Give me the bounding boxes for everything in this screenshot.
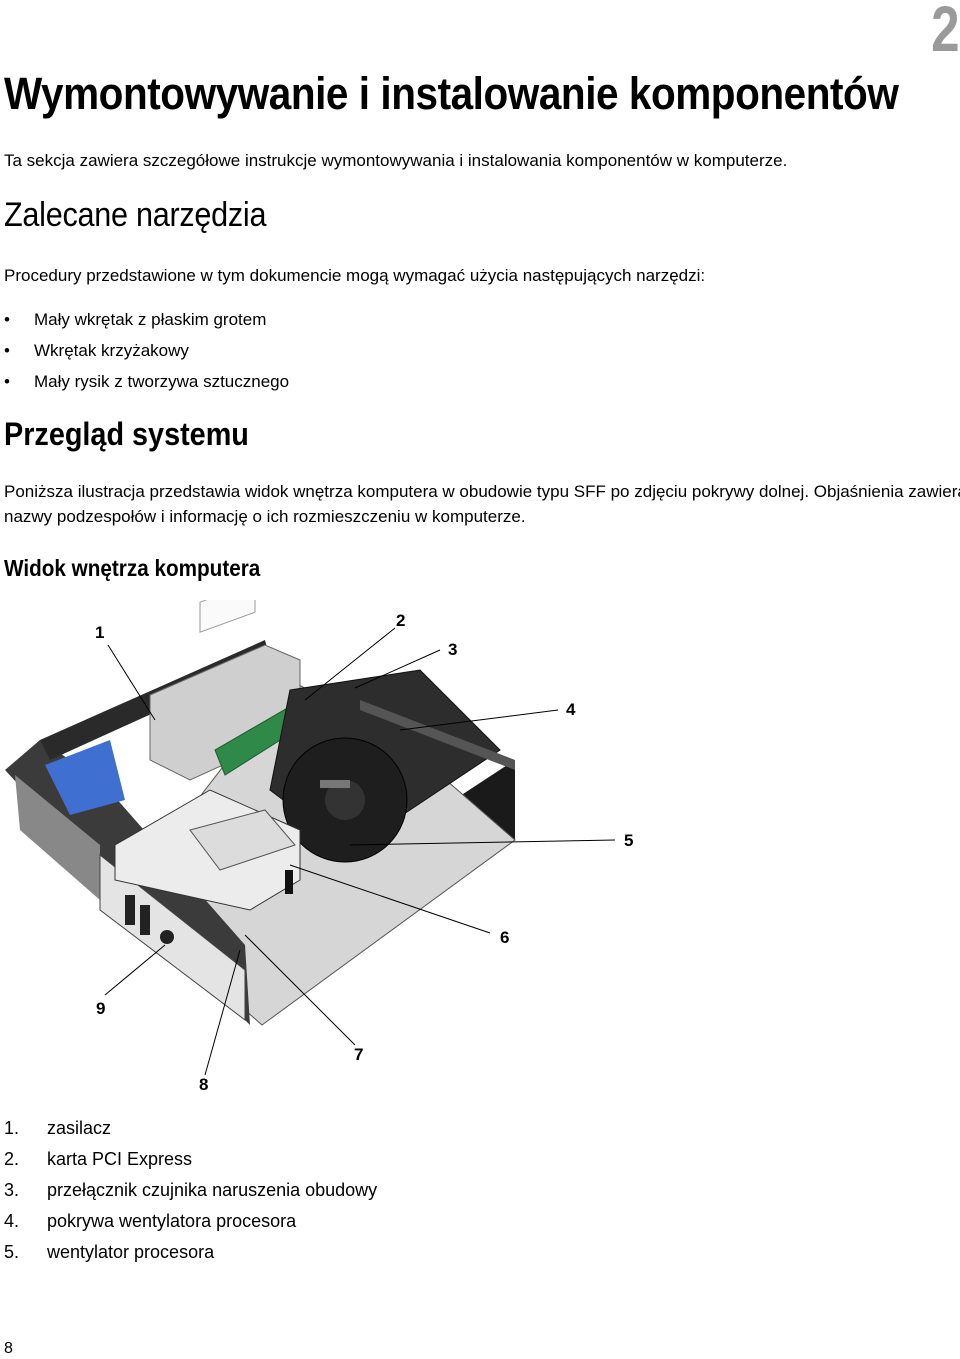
list-item: 1.zasilacz [4,1118,112,1138]
io-port [125,895,135,925]
rear-vent-grill [15,775,100,900]
list-item: 2.karta PCI Express [4,1149,193,1169]
bullet-icon: • [4,372,10,391]
psu-release-handle [45,740,125,815]
computer-interior-illustration: 1 2 3 4 5 6 7 8 9 [5,600,633,1094]
list-item: 4.pokrywa wentylatora procesora [4,1211,297,1231]
overview-paragraph-line2: nazwy podzespołów i informację o ich roz… [4,507,526,526]
callout-4: 4 [566,700,576,719]
component-legend: 1.zasilacz 2.karta PCI Express 3.przełąc… [4,1117,377,1272]
list-item: •Wkrętak krzyżakowy [4,341,189,360]
tools-description: Procedury przedstawione w tym dokumencie… [4,266,706,285]
callout-8: 8 [199,1075,208,1094]
list-item: 3.przełącznik czujnika naruszenia obudow… [4,1180,378,1200]
callout-6: 6 [500,928,509,947]
callout-5: 5 [624,831,633,850]
callout-3: 3 [448,640,457,659]
callout-7: 7 [354,1045,363,1064]
chapter-number: 2 [931,0,960,65]
callout-leader-lines [104,627,616,1076]
list-item: •Mały rysik z tworzywa sztucznego [4,372,290,391]
psu-label [199,600,256,633]
drive-release-latch [285,870,293,894]
bullet-icon: • [4,341,10,360]
io-port [160,930,174,944]
overview-paragraph-line1: Poniższa ilustracja przedstawia widok wn… [4,482,960,501]
hard-drive-label [189,809,296,871]
callout-2: 2 [396,611,405,630]
io-port [140,905,150,935]
callout-1: 1 [95,623,104,642]
fan-hub [325,780,365,820]
page-number: 8 [4,1340,13,1357]
bullet-icon: • [4,310,10,329]
intro-paragraph: Ta sekcja zawiera szczegółowe instrukcje… [4,151,788,170]
list-item: •Mały wkrętak z płaskim grotem [4,310,267,329]
tools-list: •Mały wkrętak z płaskim grotem •Wkrętak … [4,309,289,402]
figure-heading: Widok wnętrza komputera [4,555,261,581]
fan-label [320,780,350,788]
list-item: 5.wentylator procesora [4,1242,215,1262]
callout-9: 9 [96,999,105,1018]
rear-rail [360,700,515,770]
page-title: Wymontowywanie i instalowanie komponentó… [4,68,899,119]
tools-heading: Zalecane narzędzia [4,196,267,234]
overview-heading: Przegląd systemu [4,416,249,452]
